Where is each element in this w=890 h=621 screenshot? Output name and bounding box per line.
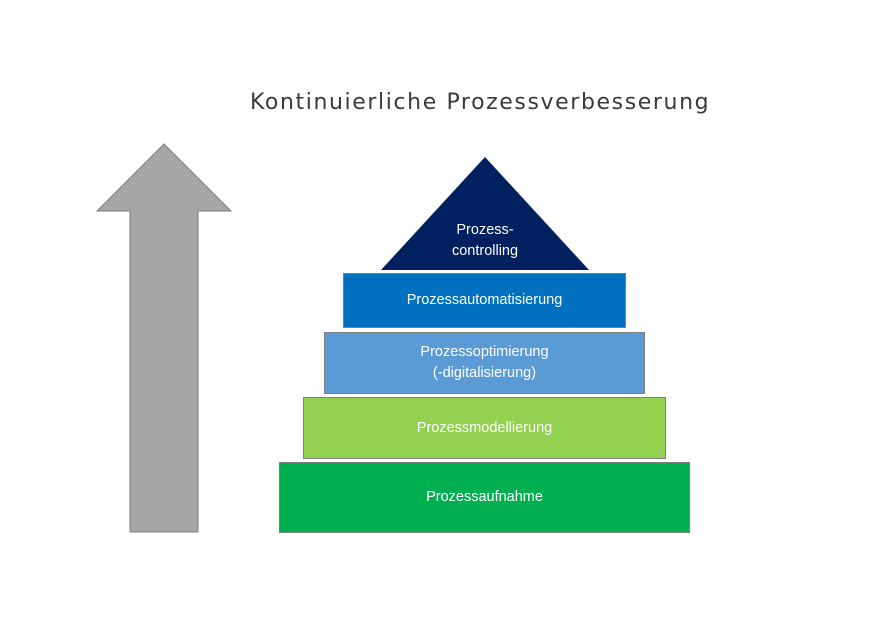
- apex-label-line: controlling: [451, 243, 519, 259]
- pyramid-apex-label: Prozess- controlling: [420, 220, 550, 262]
- level-label: (-digitalisierung): [432, 365, 537, 381]
- upward-arrow-icon: [95, 143, 233, 533]
- level-label: Prozessautomatisierung: [406, 292, 563, 308]
- level-label: Prozessoptimierung: [420, 344, 549, 360]
- level-label: Prozessaufnahme: [426, 489, 543, 505]
- pyramid-level-prozessoptimierung: Prozessoptimierung (-digitalisierung): [324, 332, 645, 394]
- pyramid-level-prozessmodellierung: Prozessmodellierung: [303, 397, 666, 459]
- pyramid-level-prozessaufnahme: Prozessaufnahme: [279, 462, 690, 533]
- apex-label-line: Prozess-: [456, 222, 514, 238]
- pyramid-level-prozessautomatisierung: Prozessautomatisierung: [343, 273, 626, 328]
- level-label: Prozessmodellierung: [416, 419, 553, 436]
- pyramid-apex-triangle: [381, 157, 589, 270]
- diagram-title: Kontinuierliche Prozessverbesserung: [250, 90, 711, 115]
